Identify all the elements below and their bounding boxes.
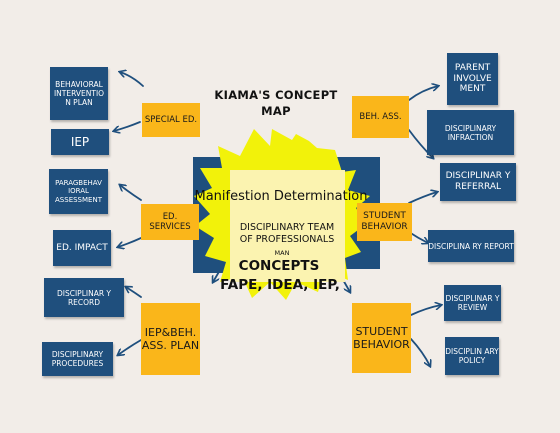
- text-ed-impact: ED. IMPACT: [56, 242, 108, 253]
- team-label-line2: OF PROFESSIONALS: [239, 234, 335, 245]
- box-disciplinary-procedures: DISCIPLINARY PROCEDURES: [42, 342, 113, 376]
- text-iep-beh-ass-plan: IEP&BEH. ASS. PLAN: [141, 325, 200, 352]
- team-label-line1: DISCIPLINARY TEAM: [239, 222, 335, 233]
- box-disciplinary-referral: DISCIPLINAR Y REFERRAL: [440, 163, 516, 201]
- center-paper-note: [230, 170, 345, 282]
- map-title-line2: MAP: [261, 103, 291, 118]
- arrow-behass-to-parent: [408, 86, 438, 101]
- text-paragbehavioral-assessment: PARAGBEHAV IORAL ASSESSMENT: [55, 178, 102, 204]
- text-disciplinary-referral: DISCIPLINAR Y REFERRAL: [445, 171, 511, 192]
- arrow-services-to-impact: [118, 237, 142, 247]
- arrow-student1-to-referral: [408, 192, 437, 204]
- box-disciplinary-report: DISCIPLINA RY REPORT: [428, 230, 514, 262]
- box-student-behavior-1: STUDENT BEHAVIOR: [357, 203, 412, 241]
- box-paragbehavioral-assessment: PARAGBEHAV IORAL ASSESSMENT: [49, 169, 108, 214]
- box-behavioral-intervention-plan: BEHAVIORAL INTERVENTIO N PLAN: [50, 67, 108, 120]
- text-beh-ass: BEH. ASS.: [359, 111, 402, 122]
- arrow-plan-to-record: [126, 287, 142, 298]
- team-small-label: MAN: [274, 249, 290, 257]
- box-parent-involvement: PARENT INVOLVE MENT: [447, 53, 498, 105]
- box-ed-services: ED. SERVICES: [141, 204, 199, 240]
- text-disciplinary-infraction: DISCIPLINARY INFRACTION: [444, 123, 497, 142]
- box-ed-impact: ED. IMPACT: [53, 230, 111, 266]
- text-disciplinary-record: DISCIPLINAR Y RECORD: [56, 288, 112, 307]
- box-iep: IEP: [51, 129, 109, 155]
- arrow-services-to-paragbehav: [120, 185, 142, 201]
- box-disciplinary-policy: DISCIPLIN ARY POLICY: [445, 337, 499, 375]
- text-iep: IEP: [70, 134, 90, 149]
- box-disciplinary-record: DISCIPLINAR Y RECORD: [44, 278, 124, 317]
- text-parent-involvement: PARENT INVOLVE MENT: [453, 62, 492, 95]
- text-special-ed: SPECIAL ED.: [144, 114, 198, 125]
- text-disciplinary-policy: DISCIPLIN ARY POLICY: [445, 347, 499, 365]
- manifestation-label: Manifestion Determination: [194, 189, 368, 204]
- text-disciplinary-procedures: DISCIPLINARY PROCEDURES: [51, 350, 104, 368]
- box-student-behavior-2: STUDENT BEHAVIOR: [352, 303, 411, 373]
- text-student-behavior-2: STUDENT BEHAVIOR: [353, 324, 410, 351]
- box-beh-ass: BEH. ASS.: [352, 96, 409, 138]
- arrow-student2-to-policy: [410, 338, 430, 366]
- concepts-label: CONCEPTS: [238, 258, 320, 274]
- box-disciplinary-review: DISCIPLINAR Y REVIEW: [444, 285, 501, 321]
- arrow-student2-to-review: [410, 305, 441, 316]
- arrow-plan-to-procedures: [118, 339, 142, 355]
- map-title: KIAMA'S CONCEPT MAP: [196, 88, 356, 119]
- arrow-special-to-bip: [120, 72, 144, 87]
- arrow-special-to-iep: [114, 121, 141, 131]
- laws-label: FAPE, IDEA, IEP,: [220, 277, 340, 293]
- box-special-ed: SPECIAL ED.: [142, 103, 200, 137]
- text-disciplinary-review: DISCIPLINAR Y REVIEW: [445, 294, 500, 312]
- text-behavioral-intervention-plan: BEHAVIORAL INTERVENTIO N PLAN: [53, 80, 105, 107]
- box-disciplinary-infraction: DISCIPLINARY INFRACTION: [427, 110, 514, 155]
- text-student-behavior-1: STUDENT BEHAVIOR: [361, 211, 408, 232]
- text-disciplinary-report: DISCIPLINA RY REPORT: [428, 241, 514, 251]
- box-iep-beh-ass-plan: IEP&BEH. ASS. PLAN: [141, 303, 200, 375]
- map-title-line1: KIAMA'S CONCEPT: [214, 88, 338, 102]
- text-ed-services: ED. SERVICES: [149, 211, 191, 232]
- arrow-behass-to-infraction: [408, 129, 433, 158]
